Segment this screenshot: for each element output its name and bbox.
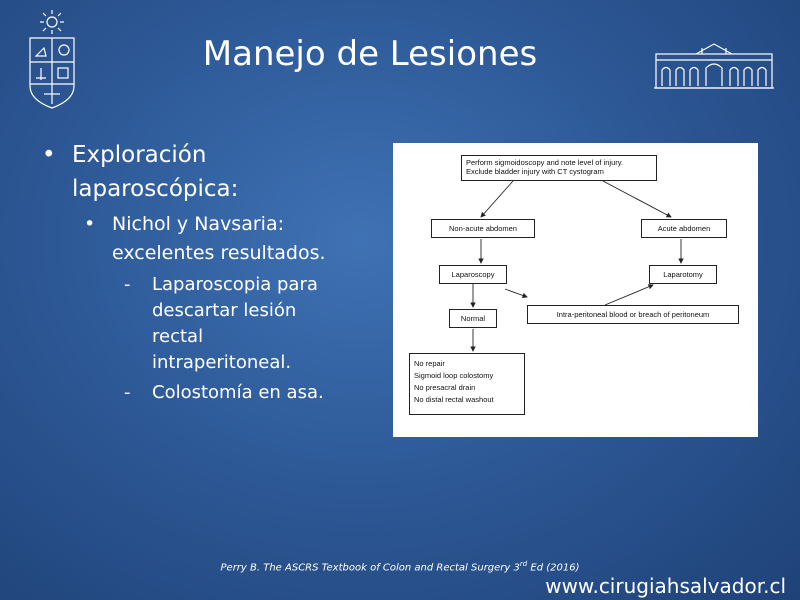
website-url: www.cirugiahsalvador.cl [545,574,786,598]
citation-superscript: rd [519,560,528,568]
flow-outcome-item: No presacral drain [414,383,476,392]
bullet-text-line: rectal [152,326,204,347]
dash-marker: - [124,274,131,295]
flow-start-line: Exclude bladder injury with CT cystogram [466,167,604,176]
bullet-text-line: laparoscópica: [72,176,239,202]
flow-laparotomy-box: Laparotomy [649,265,717,284]
flowchart-figure: Perform sigmoidoscopy and note level of … [393,143,758,437]
flow-normal-box: Normal [449,309,497,328]
bullet-text-line: Nichol y Navsaria: [112,213,284,235]
citation-edition: Ed (2016) [527,562,580,574]
bullet-text-line: descartar lesión [152,300,297,321]
bullet-level3: - Laparoscopia para descartar lesión rec… [122,272,370,376]
flow-outcome-item: No distal rectal washout [414,395,494,404]
bullet-list: • Exploración laparoscópica: • Nichol y … [40,138,370,406]
hospital-building-icon [652,40,776,92]
bullet-text-line: excelentes resultados. [112,242,326,264]
flow-start-line: Perform sigmoidoscopy and note level of … [466,158,624,167]
dash-marker: - [124,382,131,403]
bullet-marker: • [84,213,96,235]
flow-laparoscopy-box: Laparoscopy [439,265,507,284]
bullet-level3: - Colostomía en asa. [122,380,370,406]
flow-intraperitoneal-box: Intra-peritoneal blood or breach of peri… [527,305,739,324]
bullet-text-line: Colostomía en asa. [152,382,324,403]
bullet-level1: • Exploración laparoscópica: [40,138,370,206]
bullet-level2: • Nichol y Navsaria: excelentes resultad… [82,210,370,268]
slide-title: Manejo de Lesiones [202,34,538,74]
bullet-text-line: Exploración [72,142,207,168]
university-crest-icon [24,8,80,110]
flow-start-box: Perform sigmoidoscopy and note level of … [461,155,657,181]
flow-acute-box: Acute abdomen [641,219,727,238]
flow-outcome-item: Sigmoid loop colostomy [414,371,494,380]
citation: Perry B. The ASCRS Textbook of Colon and… [0,560,800,573]
citation-text: Perry B. The ASCRS Textbook of Colon and… [220,562,520,574]
flow-outcome-item: No repair [414,359,445,368]
bullet-text-line: Laparoscopia para [152,274,318,295]
flowchart-arrows [470,180,684,352]
flow-outcome-box: No repair Sigmoid loop colostomy No pres… [409,353,525,415]
bullet-marker: • [42,142,56,168]
flow-non-acute-box: Non-acute abdomen [431,219,535,238]
bullet-text-line: intraperitoneal. [152,352,292,373]
